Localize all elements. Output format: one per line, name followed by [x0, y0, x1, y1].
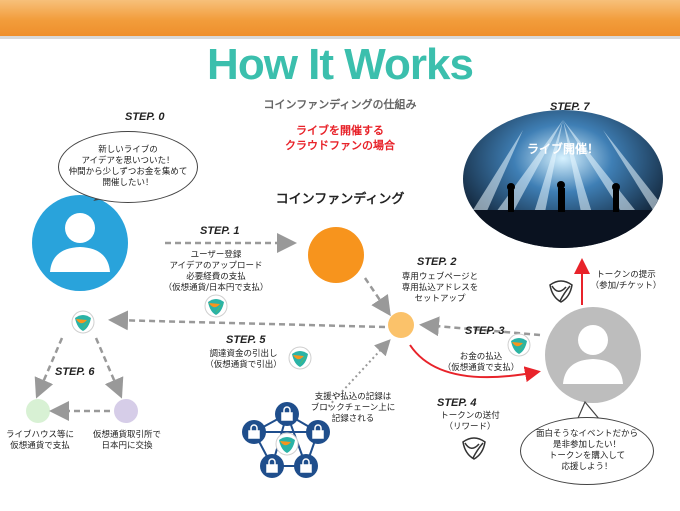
- step2-label: STEP. 2: [417, 256, 457, 268]
- step0-label: STEP. 0: [125, 111, 165, 123]
- bubble-line: 開催したい！: [102, 178, 154, 188]
- step1-line: 必要経費の支払: [186, 272, 246, 282]
- arrow-step6-left: [34, 337, 64, 399]
- step5-description: 調達資金の引出し （仮想通貨で引出）: [196, 349, 291, 371]
- step6-line: 仮想通貨取引所で: [92, 430, 161, 440]
- bubble-line: 仲間から少しずつお金を集めて: [68, 167, 188, 177]
- supporter-thought-bubble: 面白そうなイベントだから 是非参加したい！ トークンを購入して 応援しよう！: [520, 417, 654, 485]
- arrow-step4: [409, 344, 541, 383]
- supporter-avatar-icon: [545, 307, 641, 403]
- step5-line: 調達資金の引出し: [209, 349, 278, 359]
- step3-line: （仮想通貨で支払）: [442, 363, 520, 373]
- nem-coin-icon: [204, 294, 228, 318]
- step6-line: 日本円に交換: [101, 441, 153, 451]
- bubble-line: 新しいライブの: [98, 145, 158, 155]
- hub-circle: [388, 312, 414, 338]
- step4-label: STEP. 4: [437, 397, 477, 409]
- arrow-step5: [108, 310, 386, 331]
- step5-line: （仮想通貨で引出）: [205, 360, 282, 370]
- step1-line: アイデアのアップロード: [169, 261, 263, 271]
- arrow-step6-right: [94, 337, 124, 399]
- step1-label: STEP. 1: [200, 225, 240, 237]
- step6-line: 仮想通貨で支払: [10, 441, 70, 451]
- step2-line: セットアップ: [414, 294, 466, 304]
- bubble-line: 応援しよう！: [561, 462, 613, 472]
- blockchain-description: 支援や払込の記録は ブロックチェーン上に 記録される: [303, 392, 403, 425]
- nem-coin-icon: [71, 310, 95, 334]
- blockchain-line: ブロックチェーン上に: [310, 403, 396, 413]
- platform-circle: [308, 227, 364, 283]
- arrow-blockchain: [324, 339, 391, 411]
- step4-description: トークンの送付 （リワード）: [430, 411, 510, 433]
- header-divider: [0, 36, 680, 39]
- blockchain-line: 支援や払込の記録は: [314, 392, 392, 402]
- step6-venue-description: ライブハウス等に 仮想通貨で支払: [0, 430, 80, 452]
- nem-coin-icon: [288, 346, 312, 370]
- step6-line: ライブハウス等に: [5, 430, 74, 440]
- step6-label: STEP. 6: [55, 366, 95, 378]
- header-bar: [0, 0, 680, 36]
- exchange-circle: [114, 399, 138, 423]
- bubble-line: アイデアを思いついた！: [81, 156, 175, 166]
- page-title: How It Works: [207, 40, 474, 89]
- platform-label: コインファンディング: [275, 192, 405, 207]
- step3-label: STEP. 3: [465, 325, 505, 337]
- step7-description: トークンの提示 （参加/チケット）: [586, 270, 666, 292]
- step5-label: STEP. 5: [226, 334, 266, 346]
- concert-photo: ライブ開催！: [463, 110, 663, 248]
- nem-logo-icon: [549, 280, 573, 303]
- step3-description: お金の払込 （仮想通貨で支払）: [436, 352, 526, 374]
- blockchain-network-icon: [242, 402, 330, 478]
- scenario-caption-line1: ライブを開催する: [296, 124, 384, 137]
- page-subtitle: コインファンディングの仕組み: [263, 98, 417, 111]
- step3-line: お金の払込: [459, 352, 503, 362]
- organizer-avatar-icon: [32, 195, 128, 291]
- organizer-thought-bubble: 新しいライブの アイデアを思いついた！ 仲間から少しずつお金を集めて 開催したい…: [58, 131, 198, 203]
- step7-line: （参加/チケット）: [590, 281, 662, 291]
- step7-label: STEP. 7: [550, 101, 590, 113]
- blockchain-line: 記録される: [331, 414, 375, 424]
- step2-description: 専用ウェブページと 専用払込アドレスを セットアップ: [385, 272, 495, 305]
- bubble-line: トークンを購入して: [548, 451, 626, 461]
- venue-circle: [26, 399, 50, 423]
- step7-line: トークンの提示: [596, 270, 656, 280]
- step4-line: トークンの送付: [440, 411, 500, 421]
- nem-coin-icon: [507, 333, 531, 357]
- step1-line: （仮想通貨/日本円で支払）: [163, 283, 269, 293]
- step4-line: （リワード）: [444, 422, 496, 432]
- step1-description: ユーザー登録 アイデアのアップロード 必要経費の支払 （仮想通貨/日本円で支払）: [157, 250, 275, 294]
- scenario-caption-line2: クラウドファンの場合: [285, 139, 395, 152]
- nem-logo-icon: [462, 437, 486, 460]
- arrow-step2: [363, 277, 391, 317]
- step2-line: 専用払込アドレスを: [401, 283, 479, 293]
- bubble-line: 面白そうなイベントだから: [535, 429, 638, 439]
- concert-label: ライブ開催！: [526, 142, 599, 156]
- step6-exchange-description: 仮想通貨取引所で 日本円に交換: [84, 430, 170, 452]
- scenario-caption: ライブを開催する クラウドファンの場合: [240, 123, 440, 153]
- bubble-line: 是非参加したい！: [552, 440, 621, 450]
- step2-line: 専用ウェブページと: [401, 272, 479, 282]
- step1-line: ユーザー登録: [190, 250, 242, 260]
